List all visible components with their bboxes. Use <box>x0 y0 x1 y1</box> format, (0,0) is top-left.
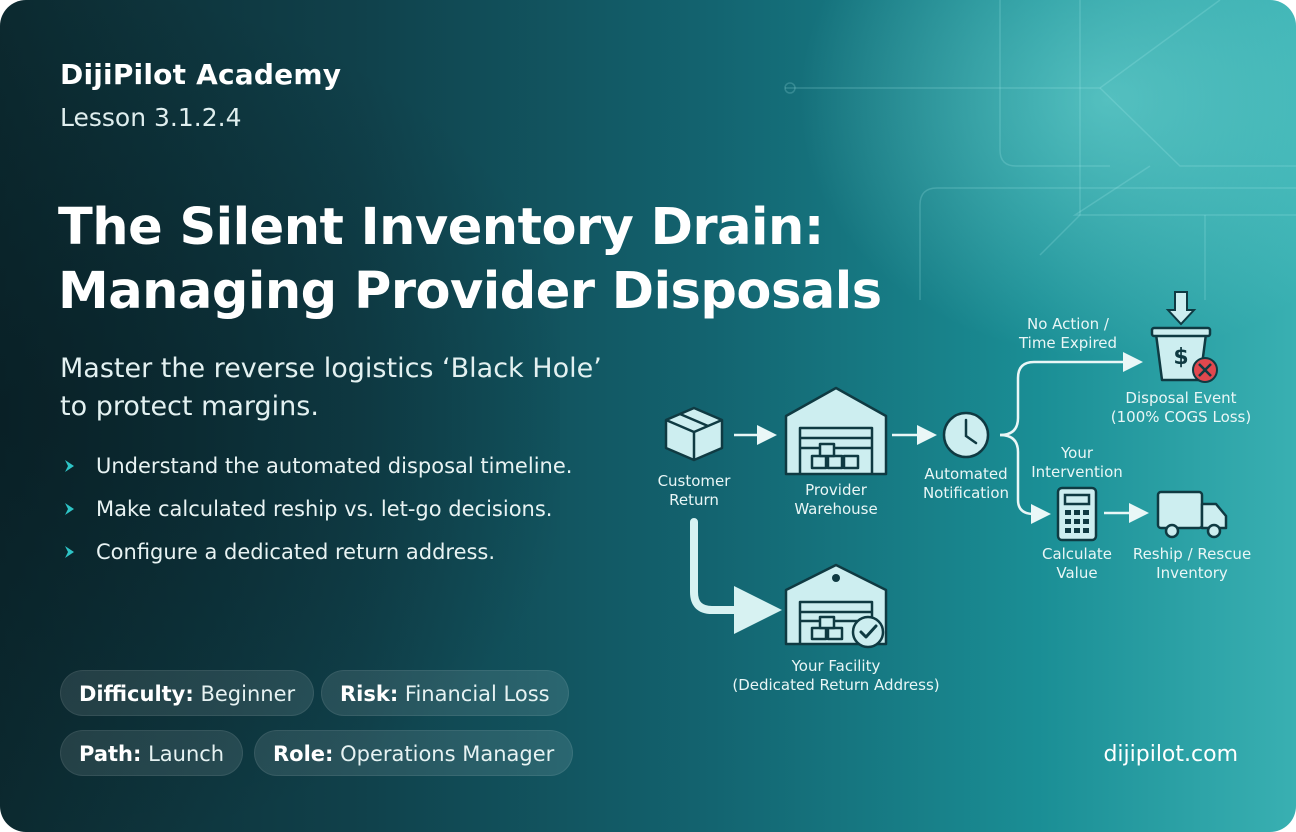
page-title: The Silent Inventory Drain: Managing Pro… <box>58 196 882 324</box>
subtitle-line-2: to protect margins. <box>60 391 319 422</box>
truck-icon <box>1156 490 1228 539</box>
website-link[interactable]: dijipilot.com <box>1103 742 1238 767</box>
title-line-1: The Silent Inventory Drain: <box>58 198 824 257</box>
tag-value: Operations Manager <box>333 742 555 766</box>
clock-icon <box>942 411 990 459</box>
label-line: Reship / Rescue <box>1132 545 1252 563</box>
objective-text: Understand the automated disposal timeli… <box>96 454 573 478</box>
label-line: Intervention <box>1031 463 1123 481</box>
objectives-list: Understand the automated disposal timeli… <box>60 448 572 577</box>
label-line: Customer <box>657 472 731 490</box>
intervention-branch-label: Your Intervention <box>1031 444 1123 482</box>
label-line: Inventory <box>1156 564 1228 582</box>
tag-key: Role: <box>273 742 334 766</box>
warehouse-icon <box>784 386 888 476</box>
tag-value: Beginner <box>193 682 296 706</box>
label-line: Your <box>1060 444 1094 462</box>
tag-key: Risk: <box>340 682 399 706</box>
chevron-right-icon <box>65 503 74 515</box>
title-line-2: Managing Provider Disposals <box>58 262 882 321</box>
redirect-arrow <box>690 518 782 634</box>
objective-text: Make calculated reship vs. let-go decisi… <box>96 497 553 521</box>
label-line: No Action / <box>1027 315 1109 333</box>
label-line: (100% COGS Loss) <box>1110 408 1252 426</box>
calculator-icon <box>1056 486 1098 542</box>
objective-item: Configure a dedicated return address. <box>60 534 572 577</box>
label-line: Disposal Event <box>1125 389 1237 407</box>
label-line: Calculate <box>1041 545 1113 563</box>
chevron-right-icon <box>65 546 74 558</box>
label-line: (Dedicated Return Address) <box>732 676 940 694</box>
branch-arrow-intervention <box>999 433 1051 524</box>
disposal-event-label: Disposal Event (100% COGS Loss) <box>1111 389 1251 427</box>
background-shade <box>0 0 560 832</box>
branch-arrow-no-action <box>999 352 1143 437</box>
tag-key: Difficulty: <box>79 682 194 706</box>
label-line: Automated <box>924 465 1008 483</box>
trash-dollar-icon: $ <box>1150 291 1218 383</box>
provider-warehouse-label: Provider Warehouse <box>794 481 877 519</box>
calculate-value-label: Calculate Value <box>1042 545 1112 583</box>
chevron-right-icon <box>65 460 74 472</box>
risk-tag: Risk: Financial Loss <box>321 670 569 716</box>
subtitle: Master the reverse logistics ‘Black Hole… <box>60 350 640 426</box>
box-icon <box>664 406 724 462</box>
label-line: Warehouse <box>794 500 878 518</box>
label-line: Your Facility <box>791 657 881 675</box>
path-tag: Path: Launch <box>60 730 244 776</box>
label-line: Return <box>669 491 719 509</box>
automated-notification-label: Automated Notification <box>923 465 1009 503</box>
background-glow <box>796 0 1296 360</box>
subtitle-line-1: Master the reverse logistics ‘Black Hole… <box>60 353 602 384</box>
your-facility-label: Your Facility (Dedicated Return Address) <box>732 657 939 695</box>
tag-key: Path: <box>79 742 142 766</box>
label-line: Value <box>1056 564 1098 582</box>
lesson-number: Lesson 3.1.2.4 <box>60 103 242 132</box>
label-line: Notification <box>922 484 1010 502</box>
brand-name: DijiPilot Academy <box>60 58 342 91</box>
label-line: Provider <box>805 481 867 499</box>
label-line: Time Expired <box>1018 334 1118 352</box>
reship-rescue-label: Reship / Rescue Inventory <box>1133 545 1251 583</box>
objective-item: Make calculated reship vs. let-go decisi… <box>60 491 572 534</box>
objective-item: Understand the automated disposal timeli… <box>60 448 572 491</box>
svg-text:$: $ <box>1173 345 1188 370</box>
objective-text: Configure a dedicated return address. <box>96 540 496 564</box>
role-tag: Role: Operations Manager <box>254 730 574 776</box>
customer-return-label: Customer Return <box>658 472 731 510</box>
tag-value: Financial Loss <box>398 682 550 706</box>
difficulty-tag: Difficulty: Beginner <box>60 670 315 716</box>
warehouse-check-icon <box>784 563 888 649</box>
tag-value: Launch <box>141 742 225 766</box>
no-action-branch-label: No Action / Time Expired <box>1019 315 1117 353</box>
